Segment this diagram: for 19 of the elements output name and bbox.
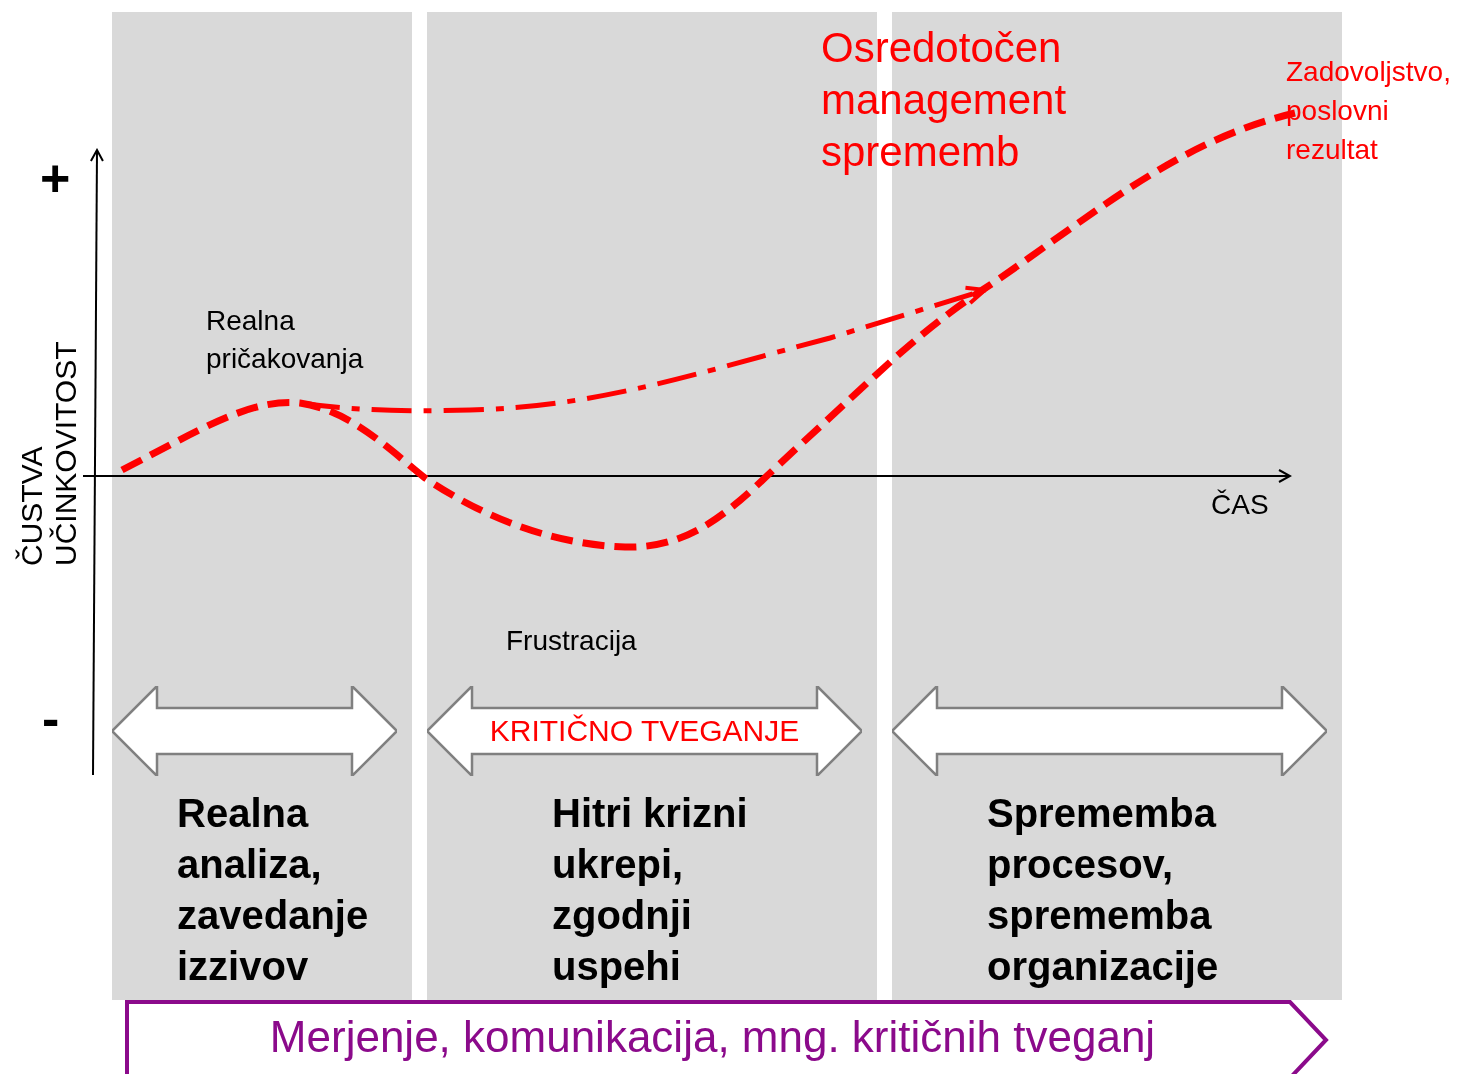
chart-annotation: Realna pričakovanja [206, 304, 365, 376]
double-arrow-shape [427, 686, 862, 776]
process-arrow [125, 1000, 1330, 1074]
axis-sign: - [42, 688, 60, 748]
phase-description: Hitri krizni ukrepi, zgodnji uspehi [552, 790, 749, 990]
chart-annotation: Zadovoljstvo, poslovni rezultat [1286, 55, 1452, 167]
double-arrow-shape [112, 686, 397, 776]
axis-label: ČAS [1211, 488, 1269, 522]
phase-description: Sprememba procesov, sprememba organizacije [987, 790, 1220, 990]
axis-label: ČUSTVA [15, 446, 49, 566]
double-arrow-shape [892, 686, 1327, 776]
chart-annotation: Frustracija [506, 624, 637, 658]
arrow-label: KRITIČNO TVEGANJE [489, 713, 800, 749]
phase-band [112, 12, 412, 1000]
axis-sign: + [40, 148, 71, 208]
phase-description: Realna analiza, zavedanje izzivov [177, 790, 370, 990]
chart-annotation: Osredotočen management sprememb [821, 23, 1068, 177]
axis-label: UČINKOVITOST [49, 341, 83, 566]
process-label: Merjenje, komunikacija, mng. kritičnih tveganj [269, 1011, 1157, 1063]
